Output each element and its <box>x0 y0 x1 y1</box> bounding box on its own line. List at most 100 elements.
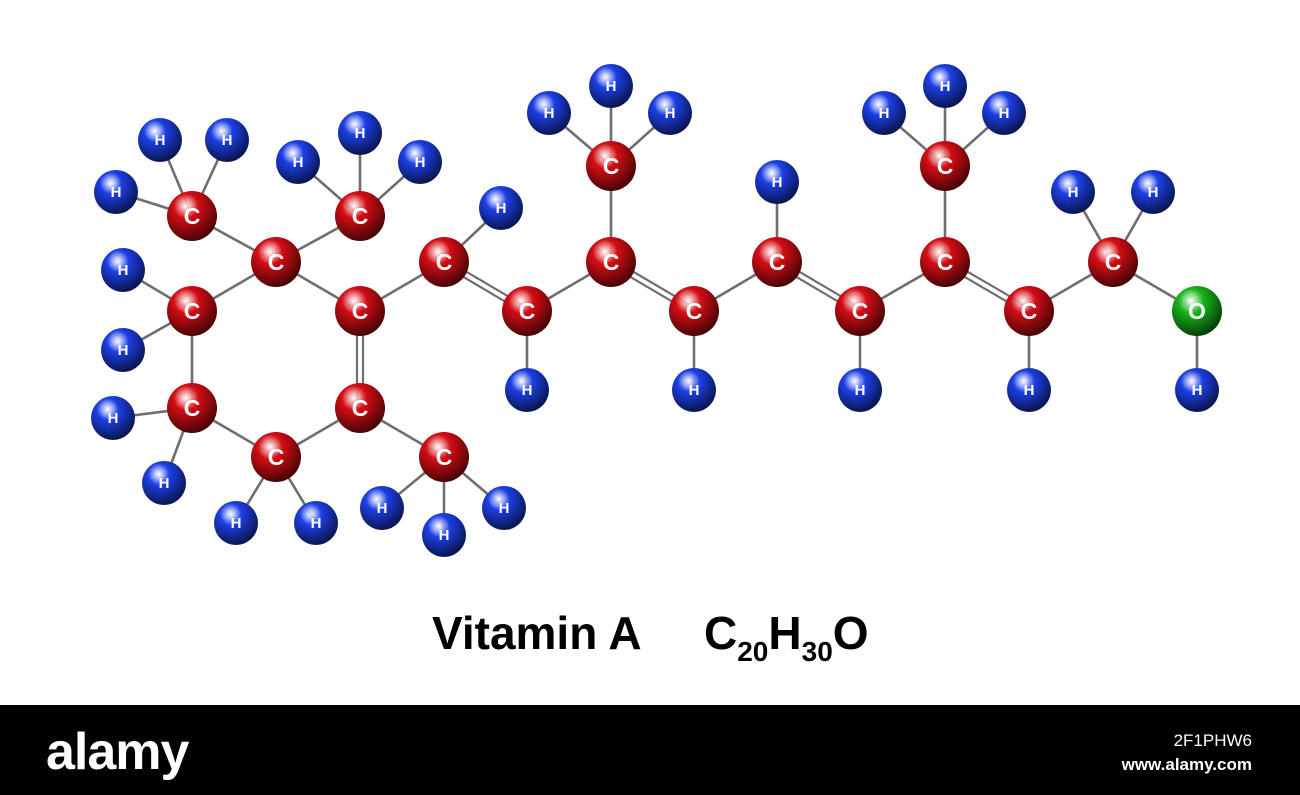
carbon-atom: C <box>669 286 719 336</box>
hydrogen-label: H <box>439 527 450 544</box>
carbon-atom: C <box>419 432 469 482</box>
hydrogen-atom: H <box>101 248 145 292</box>
hydrogen-atom: H <box>482 486 526 530</box>
hydrogen-atom: H <box>138 118 182 162</box>
carbon-label: C <box>436 444 453 470</box>
hydrogen-label: H <box>772 174 783 191</box>
carbon-atom: C <box>920 141 970 191</box>
carbon-atom: C <box>752 237 802 287</box>
carbon-label: C <box>1105 249 1122 275</box>
hydrogen-atom: H <box>672 368 716 412</box>
carbon-label: C <box>686 298 703 324</box>
carbon-atom: C <box>335 286 385 336</box>
caption: Vitamin A C20H30O <box>0 606 1300 666</box>
carbon-atom: C <box>251 237 301 287</box>
hydrogen-atom: H <box>276 140 320 184</box>
hydrogen-atom: H <box>1007 368 1051 412</box>
hydrogen-label: H <box>355 125 366 142</box>
hydrogen-atom: H <box>422 513 466 557</box>
carbon-label: C <box>519 298 536 324</box>
vitamin-a-molecule-diagram: C C C C C C C C C C C C C C C C C C C C O H H H H H H H H H H H H H H H H H H H… <box>91 64 1222 557</box>
carbon-label: C <box>184 298 201 324</box>
hydrogen-atom: H <box>479 186 523 230</box>
hydrogen-atom: H <box>755 160 799 204</box>
carbon-label: C <box>603 249 620 275</box>
hydrogen-label: H <box>606 78 617 95</box>
hydrogen-atom: H <box>360 486 404 530</box>
carbon-atom: C <box>1004 286 1054 336</box>
hydrogen-atom: H <box>527 91 571 135</box>
carbon-label: C <box>852 298 869 324</box>
carbon-atom: C <box>586 141 636 191</box>
carbon-atom: C <box>835 286 885 336</box>
carbon-label: C <box>769 249 786 275</box>
carbon-atom: C <box>167 383 217 433</box>
hydrogen-atom: H <box>205 118 249 162</box>
carbon-label: C <box>352 298 369 324</box>
hydrogen-label: H <box>999 105 1010 122</box>
hydrogen-label: H <box>222 132 233 149</box>
hydrogen-atom: H <box>982 91 1026 135</box>
molecule-name: Vitamin A <box>432 607 642 659</box>
hydrogen-atom: H <box>1131 170 1175 214</box>
image-id: 2F1PHW6 <box>1173 731 1252 750</box>
hydrogen-atom: H <box>91 396 135 440</box>
hydrogen-label: H <box>665 105 676 122</box>
hydrogen-label: H <box>689 382 700 399</box>
hydrogen-atom: H <box>1051 170 1095 214</box>
watermark-footer: alamy 2F1PHW6 www.alamy.com <box>0 705 1300 795</box>
carbon-atom: C <box>335 191 385 241</box>
hydrogen-label: H <box>1192 382 1203 399</box>
carbon-label: C <box>268 249 285 275</box>
hydrogen-label: H <box>522 382 533 399</box>
hydrogen-atom: H <box>398 140 442 184</box>
carbon-label: C <box>268 444 285 470</box>
hydrogen-label: H <box>496 200 507 217</box>
hydrogen-atom: H <box>589 64 633 108</box>
formula-carbon: C <box>704 607 738 659</box>
hydrogen-atom: H <box>214 501 258 545</box>
hydrogen-label: H <box>415 154 426 171</box>
hydrogen-label: H <box>940 78 951 95</box>
carbon-label: C <box>436 249 453 275</box>
formula-oxygen: O <box>832 607 869 659</box>
carbon-atom: C <box>920 237 970 287</box>
carbon-label: C <box>352 395 369 421</box>
hydrogen-label: H <box>118 342 129 359</box>
carbon-atom: C <box>167 286 217 336</box>
carbon-atom: C <box>586 237 636 287</box>
oxygen-label: O <box>1188 298 1206 324</box>
carbon-label: C <box>184 395 201 421</box>
carbon-atom: C <box>1088 237 1138 287</box>
hydrogen-label: H <box>231 515 242 532</box>
carbon-atom: C <box>335 383 385 433</box>
carbon-label: C <box>352 203 369 229</box>
formula-hydrogen: H <box>768 607 802 659</box>
hydrogen-label: H <box>108 410 119 427</box>
carbon-atom: C <box>419 237 469 287</box>
hydrogen-label: H <box>1148 184 1159 201</box>
site-url: www.alamy.com <box>1121 755 1252 774</box>
carbon-atom: C <box>251 432 301 482</box>
hydrogen-atom: H <box>505 368 549 412</box>
carbon-label: C <box>184 203 201 229</box>
atoms: C C C C C C C C C C C C C C C C C C C C O H H H H H H H H H H H H H H H H H H H… <box>91 64 1222 557</box>
formula-hydrogen-count: 30 <box>801 636 833 667</box>
hydrogen-atom: H <box>142 461 186 505</box>
hydrogen-label: H <box>118 262 129 279</box>
hydrogen-atom: H <box>838 368 882 412</box>
hydrogen-atom: H <box>648 91 692 135</box>
hydrogen-label: H <box>1024 382 1035 399</box>
hydrogen-atom: H <box>94 170 138 214</box>
hydrogen-label: H <box>499 500 510 517</box>
hydrogen-label: H <box>159 475 170 492</box>
carbon-label: C <box>603 153 620 179</box>
carbon-label: C <box>937 153 954 179</box>
carbon-label: C <box>1021 298 1038 324</box>
hydrogen-atom: H <box>101 328 145 372</box>
hydrogen-atom: H <box>294 501 338 545</box>
hydrogen-label: H <box>155 132 166 149</box>
hydrogen-label: H <box>311 515 322 532</box>
carbon-label: C <box>937 249 954 275</box>
